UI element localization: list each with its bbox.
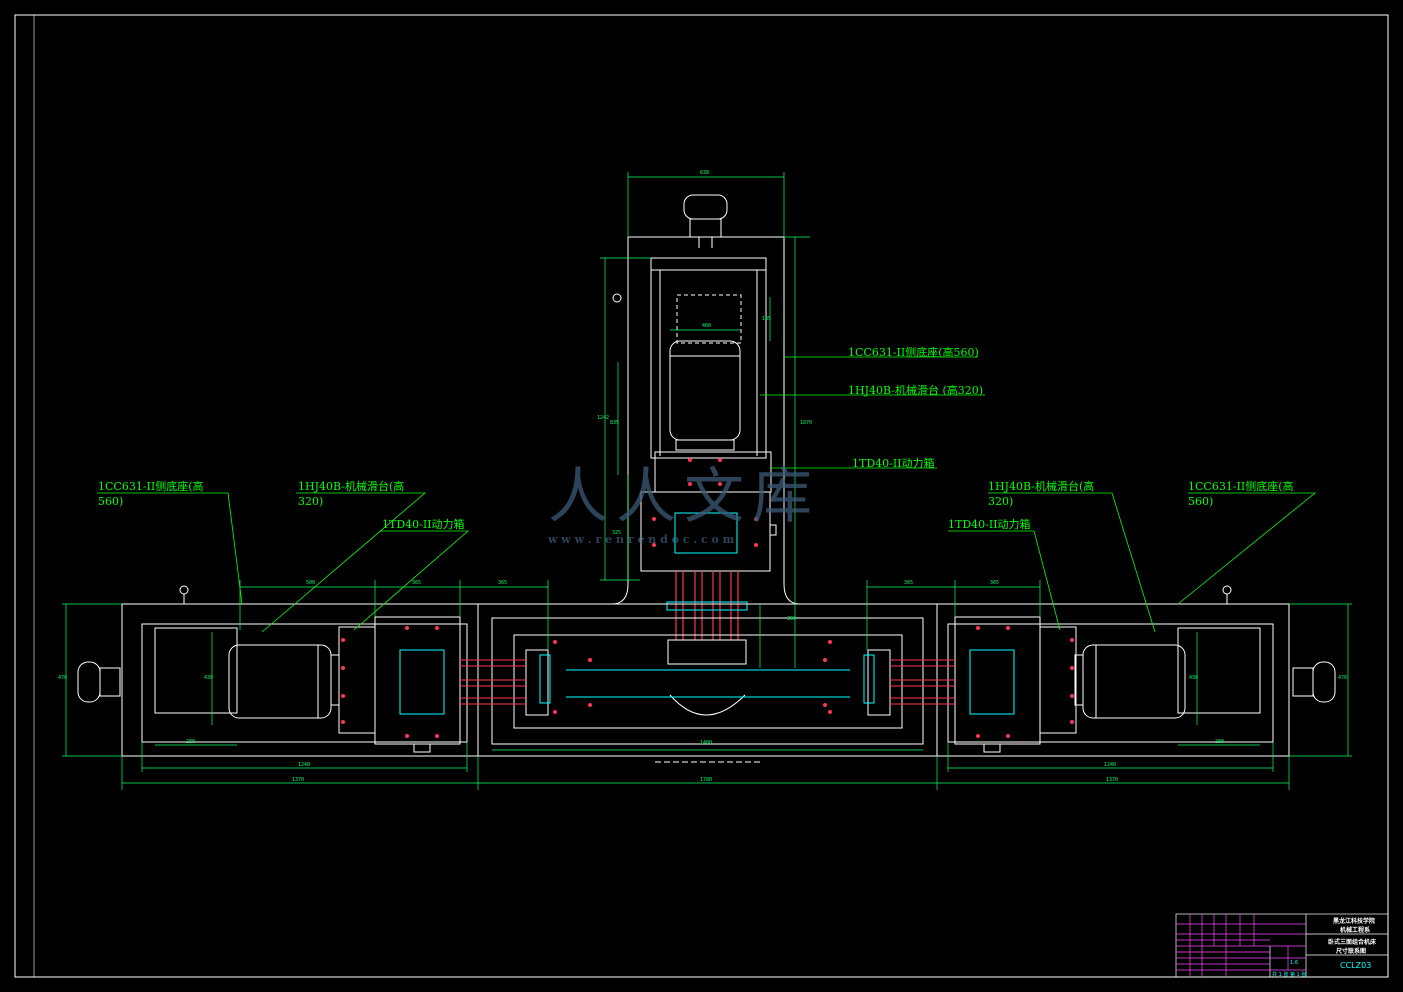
dim-top-width: 638: [700, 170, 710, 176]
center-fixture: [477, 603, 938, 763]
left-head: [374, 616, 461, 745]
label-left-slide-l2: 320): [298, 495, 324, 508]
label-right-head: 1TD40-II动力箱: [948, 518, 1031, 531]
label-center-head: 1TD40-II动力箱: [852, 457, 935, 470]
label-right-slide-l2: 320): [988, 495, 1014, 508]
dim-right-edge: 470: [1338, 675, 1348, 681]
dim-right-365a: 365: [904, 580, 914, 586]
label-right-base-l2: 560): [1188, 495, 1214, 508]
dim-mid-1480: 1480: [700, 740, 713, 746]
right-slide: [1039, 626, 1077, 734]
dim-left-500: 500: [306, 580, 316, 586]
right-motor: [1082, 644, 1186, 719]
dim-right-h: 430: [1189, 675, 1199, 681]
bolt-holes: [341, 458, 1074, 738]
inner-frame: [33, 14, 1389, 978]
dim-left-edge: 470: [58, 675, 68, 681]
left-base: [121, 603, 479, 757]
dim-left-h: 430: [204, 675, 214, 681]
label-left-base-l1: 1CC631-II侧底座(高: [98, 480, 204, 493]
dim-top-h2: 835: [610, 420, 620, 426]
tb-title-line2: 尺寸联系图: [1336, 948, 1367, 955]
tb-drawing-number: CCLZ03: [1340, 961, 1372, 970]
top-motor-cap: [683, 194, 728, 220]
watermark-url: w w w . r e n r e n d o c . c o m: [548, 533, 735, 546]
label-center-slide: 1HJ40B-机械滑台 (高320): [848, 384, 984, 397]
dim-left-365b: 365: [498, 580, 508, 586]
tb-school-line1: 黑龙江科技学院: [1333, 918, 1376, 925]
right-unit: [890, 585, 1336, 757]
top-slide-frame: [650, 257, 767, 459]
tb-title-line1: 卧式三面组合机床: [1328, 939, 1377, 946]
label-center-base: 1CC631-II侧底座(高560): [848, 346, 979, 359]
dim-center-drop: 360: [787, 616, 797, 622]
dim-left-280: 280: [186, 739, 196, 745]
watermark-logo: 人人文库: [548, 462, 820, 532]
vertical-unit: [611, 194, 801, 665]
dim-top-h5: 185: [762, 316, 772, 322]
dim-top-h4: 325: [612, 530, 622, 536]
label-left-base-l2: 560): [98, 495, 124, 508]
left-slide: [338, 626, 376, 734]
right-base: [936, 603, 1290, 757]
top-spindles: [675, 571, 739, 640]
dim-top-motor: 460: [702, 323, 712, 329]
dim-top-h1: 1242: [597, 415, 610, 421]
dim-left-1240: 1240: [298, 762, 311, 768]
left-motor: [228, 644, 332, 719]
dim-left-365a: 365: [412, 580, 422, 586]
dim-right-280: 280: [1215, 739, 1225, 745]
label-left-head: 1TD40-II动力箱: [382, 518, 465, 531]
label-right-slide-l1: 1HJ40B-机械滑台(高: [988, 480, 1095, 493]
dim-total-1780: 1780: [700, 777, 713, 783]
tb-school-line2: 机械工程系: [1340, 927, 1371, 934]
dim-right-1370: 1370: [1106, 777, 1119, 783]
label-left-slide-l1: 1HJ40B-机械滑台(高: [298, 480, 405, 493]
leader-lines: [97, 356, 1317, 633]
label-right-base-l1: 1CC631-II侧底座(高: [1188, 480, 1294, 493]
dim-top-h3: 1870: [800, 420, 813, 426]
dim-right-1240: 1240: [1104, 762, 1117, 768]
tb-sheets: 共 1 张 第 1 张: [1272, 972, 1307, 978]
dimension-lines: [62, 172, 1352, 790]
tb-scale: 1:6: [1290, 960, 1299, 966]
right-head: [954, 616, 1041, 745]
dim-right-365b: 365: [990, 580, 1000, 586]
top-base-outline: [611, 236, 801, 605]
title-block: [1175, 913, 1389, 978]
dim-left-1370: 1370: [292, 777, 305, 783]
left-unit: [77, 585, 526, 757]
